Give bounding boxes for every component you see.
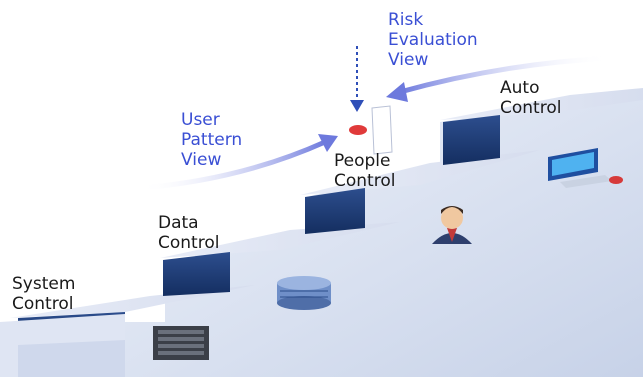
people-control-label: People Control [334, 151, 396, 191]
step-2-tread [160, 222, 400, 258]
server-icon [153, 326, 209, 360]
risk-evaluation-view-label: Risk Evaluation View [388, 10, 478, 70]
auto-control-label: Auto Control [500, 78, 562, 118]
step-2-riser [163, 252, 230, 296]
user-pattern-arrow-icon [139, 134, 338, 191]
sensor-device-icon [349, 105, 393, 155]
step-3-tread [300, 150, 540, 195]
step-1-front-shade [18, 340, 125, 377]
database-icon [277, 276, 331, 310]
step-4-riser [443, 115, 500, 165]
step-4-tread [440, 88, 643, 120]
staircase-side-wall [120, 92, 643, 377]
risk-evaluation-arrow-icon [386, 55, 611, 102]
user-pattern-view-label: User Pattern View [181, 110, 243, 170]
data-control-label: Data Control [158, 213, 220, 253]
computer-icon [548, 148, 623, 188]
step-3-riser [305, 188, 365, 234]
person-icon [432, 206, 472, 244]
system-control-label: System Control [12, 274, 76, 314]
down-arrow-icon [350, 46, 364, 112]
